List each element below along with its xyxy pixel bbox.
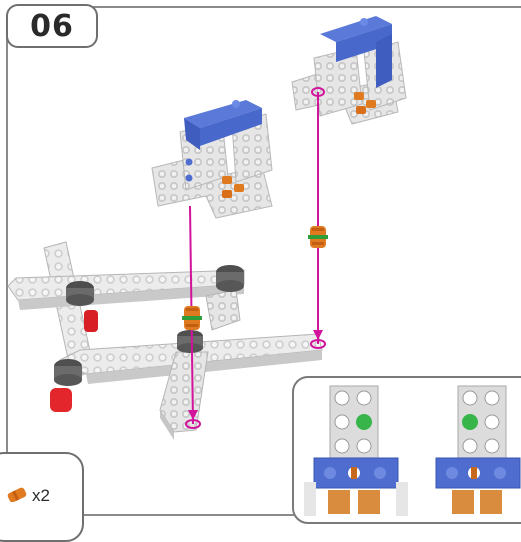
axle-connector-right [308,226,328,248]
highlight-hole-right [462,414,478,430]
orange-axle-connector-icon [7,487,27,502]
highlight-hole-left [356,414,372,430]
right-subassembly [291,16,407,125]
left-subassembly [151,100,273,219]
step-number: 06 [30,8,74,44]
axle-connector-left [182,306,202,330]
detail-illustration [304,385,521,516]
detail-right [435,385,521,514]
parts-quantity: x2 [32,486,50,505]
detail-left [304,385,408,516]
base-frame [7,241,323,440]
step-badge: 06 [6,4,98,48]
parts-needed-box: x2 [0,452,84,542]
instruction-frame [6,6,521,516]
detail-callout [292,376,521,524]
